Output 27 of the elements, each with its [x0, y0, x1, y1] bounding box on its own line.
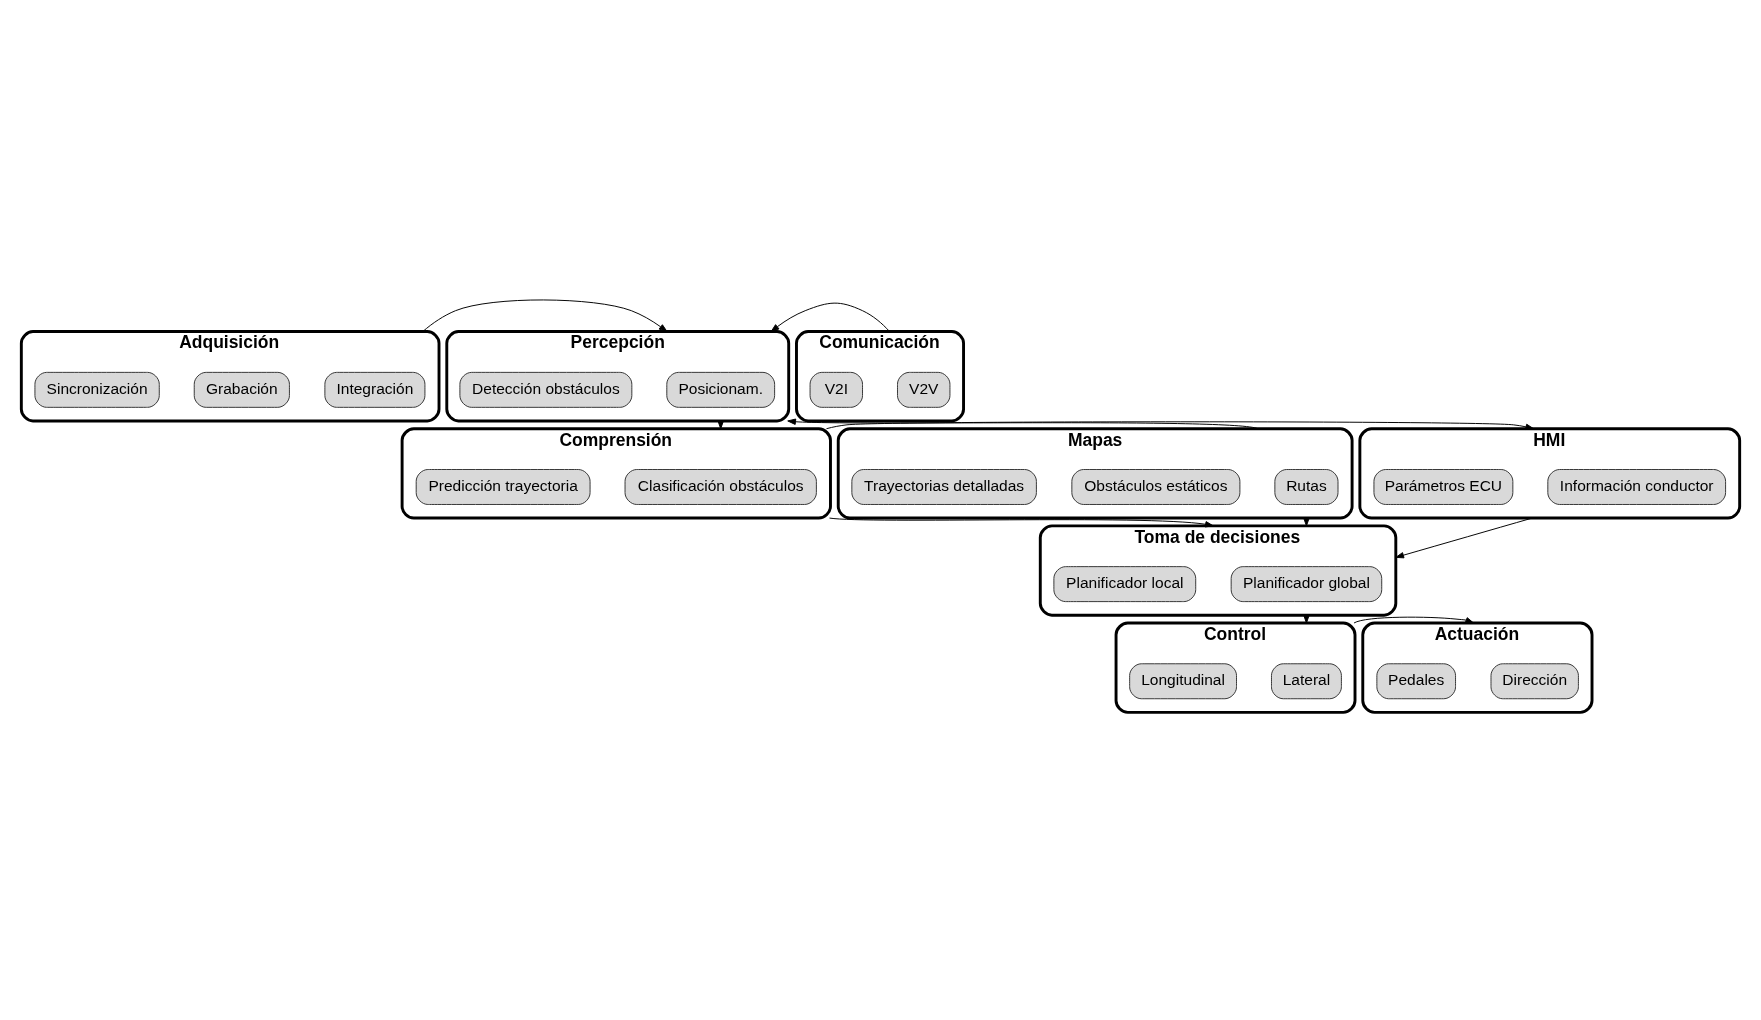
node-box: Información conductor — [1547, 469, 1727, 505]
node-box: Planificador local — [1053, 566, 1197, 603]
arrow — [1395, 517, 1533, 559]
node-box: Dirección — [1490, 663, 1579, 700]
node-box: Predicción trayectoria — [415, 469, 591, 505]
arrow — [1353, 616, 1474, 624]
arrow — [787, 418, 1259, 430]
node-box: Sincronización — [34, 371, 160, 408]
node-box: Grabación — [193, 371, 290, 408]
node-box: Longitudinal — [1129, 663, 1237, 700]
node-box: Rutas — [1274, 469, 1339, 505]
node-box: Lateral — [1271, 663, 1342, 700]
arrow — [829, 517, 1214, 528]
node-box: Trayectorias detalladas — [851, 469, 1037, 505]
arrow — [770, 302, 891, 333]
node-box: Obstáculos estáticos — [1071, 469, 1241, 505]
node-box: V2I — [809, 371, 863, 408]
node-box: V2V — [897, 371, 951, 408]
node-box: Planificador global — [1230, 566, 1383, 603]
arrow — [422, 299, 668, 333]
node-box: Pedales — [1376, 663, 1457, 700]
arrow — [825, 421, 1535, 430]
node-box: Clasificación obstáculos — [624, 469, 817, 505]
node-box: Detección obstáculos — [459, 371, 633, 408]
node-box: Posicionam. — [666, 371, 776, 408]
node-box: Parámetros ECU — [1373, 469, 1514, 505]
node-box: Integración — [324, 371, 426, 408]
